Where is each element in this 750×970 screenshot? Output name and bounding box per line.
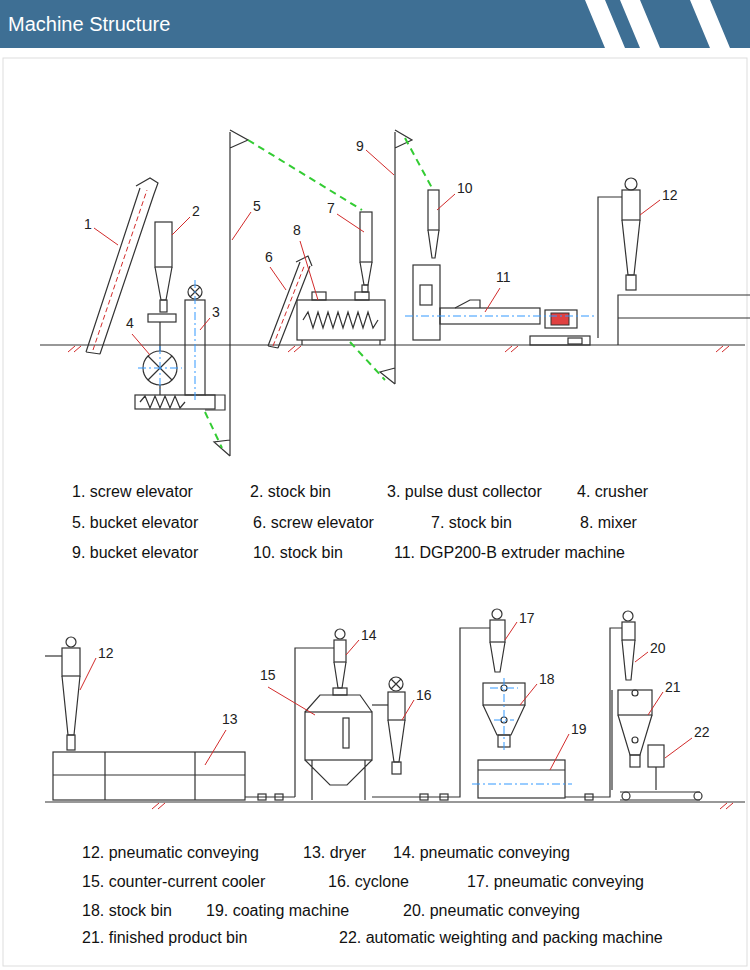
banner-stripes <box>585 0 730 48</box>
callout-number: 7 <box>327 200 335 217</box>
part-name: 11. DGP200-B extruder machine <box>394 543 625 562</box>
callout-number: 1 <box>84 216 92 233</box>
top-line-machines <box>40 130 750 456</box>
callout-number: 12 <box>98 645 114 662</box>
part-name: 20. pneumatic conveying <box>403 901 580 920</box>
callout-number: 22 <box>694 724 710 741</box>
part-name: 7. stock bin <box>431 513 512 532</box>
part-name: 12. pneumatic conveying <box>82 843 259 862</box>
part-name: 14. pneumatic conveying <box>393 843 570 862</box>
title-banner <box>0 0 750 48</box>
part-name: 3. pulse dust collector <box>387 482 542 501</box>
callout-number: 13 <box>222 711 238 728</box>
part-name: 4. crusher <box>577 482 648 501</box>
callout-number: 20 <box>650 640 666 657</box>
bottom-line-machines <box>45 609 745 809</box>
callout-number: 10 <box>457 180 473 197</box>
callout-number: 16 <box>416 687 432 704</box>
callout-number: 19 <box>571 721 587 738</box>
part-name: 10. stock bin <box>253 543 343 562</box>
callout-number: 18 <box>539 671 555 688</box>
part-name: 22. automatic weighting and packing mach… <box>339 928 663 947</box>
callout-number: 3 <box>212 304 220 321</box>
part-name: 1. screw elevator <box>72 482 193 501</box>
part-name: 16. cyclone <box>328 872 409 891</box>
callout-number: 6 <box>265 249 273 266</box>
part-name: 18. stock bin <box>82 901 172 920</box>
frame <box>3 58 747 966</box>
callout-number: 4 <box>126 315 134 332</box>
callout-number: 5 <box>253 198 261 215</box>
callout-number: 8 <box>293 222 301 239</box>
callout-number: 17 <box>519 610 535 627</box>
title-text: Machine Structure <box>8 12 170 36</box>
callout-number: 2 <box>192 203 200 220</box>
part-name: 15. counter-current cooler <box>82 872 265 891</box>
part-name: 6. screw elevator <box>253 513 374 532</box>
callout-number: 11 <box>496 269 511 286</box>
part-name: 17. pneumatic conveying <box>467 872 644 891</box>
callout-number: 15 <box>260 667 276 684</box>
callout-number: 9 <box>356 138 364 155</box>
part-name: 9. bucket elevator <box>72 543 198 562</box>
callout-number: 14 <box>361 627 377 644</box>
callout-number: 21 <box>665 679 681 696</box>
part-name: 13. dryer <box>303 843 366 862</box>
part-name: 21. finished product bin <box>82 928 247 947</box>
callout-number: 12 <box>662 187 678 204</box>
part-name: 8. mixer <box>580 513 637 532</box>
part-name: 19. coating machine <box>206 901 349 920</box>
part-name: 2. stock bin <box>250 482 331 501</box>
part-name: 5. bucket elevator <box>72 513 198 532</box>
